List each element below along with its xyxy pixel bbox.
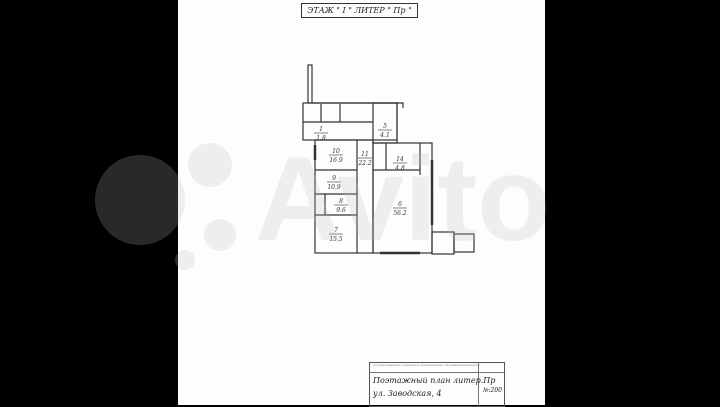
room-area: 22.2 [357,160,372,167]
windows [313,145,434,255]
walls [302,64,475,255]
stamp-sheet-number: №:200 [482,387,502,394]
chimney [307,64,313,104]
room-area: 15.5 [329,236,343,243]
room-label: 54.1 [378,123,392,139]
room-label: 910.9 [327,175,341,191]
document-page [178,0,545,405]
room-label: 11 22.2 [357,151,372,167]
stamp-plan-title: Поэтажный план литер.Пр [373,376,496,385]
room-number: 11 [361,151,369,158]
room-number: 10 [332,148,340,155]
room-area: 9.6 [336,207,346,214]
room-area: 4.1 [379,132,390,139]
room-number: 8 [339,198,343,205]
room-number: 6 [398,201,402,208]
room-number: 5 [383,123,387,130]
floor-title: ЭТАЖ " I " ЛИТЕР " Пр " [301,3,418,18]
room-area: 1.8 [316,135,326,142]
room-label: 656.2 [393,201,407,217]
title-block-stamp: государственное унитарное предприятие «Т… [369,362,505,407]
stamp-header: государственное унитарное предприятие «Т… [370,363,504,373]
room-number: 9 [332,175,336,182]
room-label: 10 16.9 [329,148,343,164]
room-number: 7 [334,227,338,234]
room-label: 715.5 [329,227,343,243]
room-label: 89.6 [334,198,348,214]
room-number: 1 [319,126,323,133]
room-area: 10.9 [327,184,341,191]
stamp-divider [478,363,479,406]
stamp-address: ул. Заводская, 4 [373,389,442,398]
room-area: 4.8 [394,165,405,172]
room-area: 16.9 [329,157,343,164]
room-number: 14 [396,156,404,163]
room-label: 144.8 [393,156,407,172]
room-label: 11.8 [314,126,328,142]
room-area: 56.2 [393,210,407,217]
